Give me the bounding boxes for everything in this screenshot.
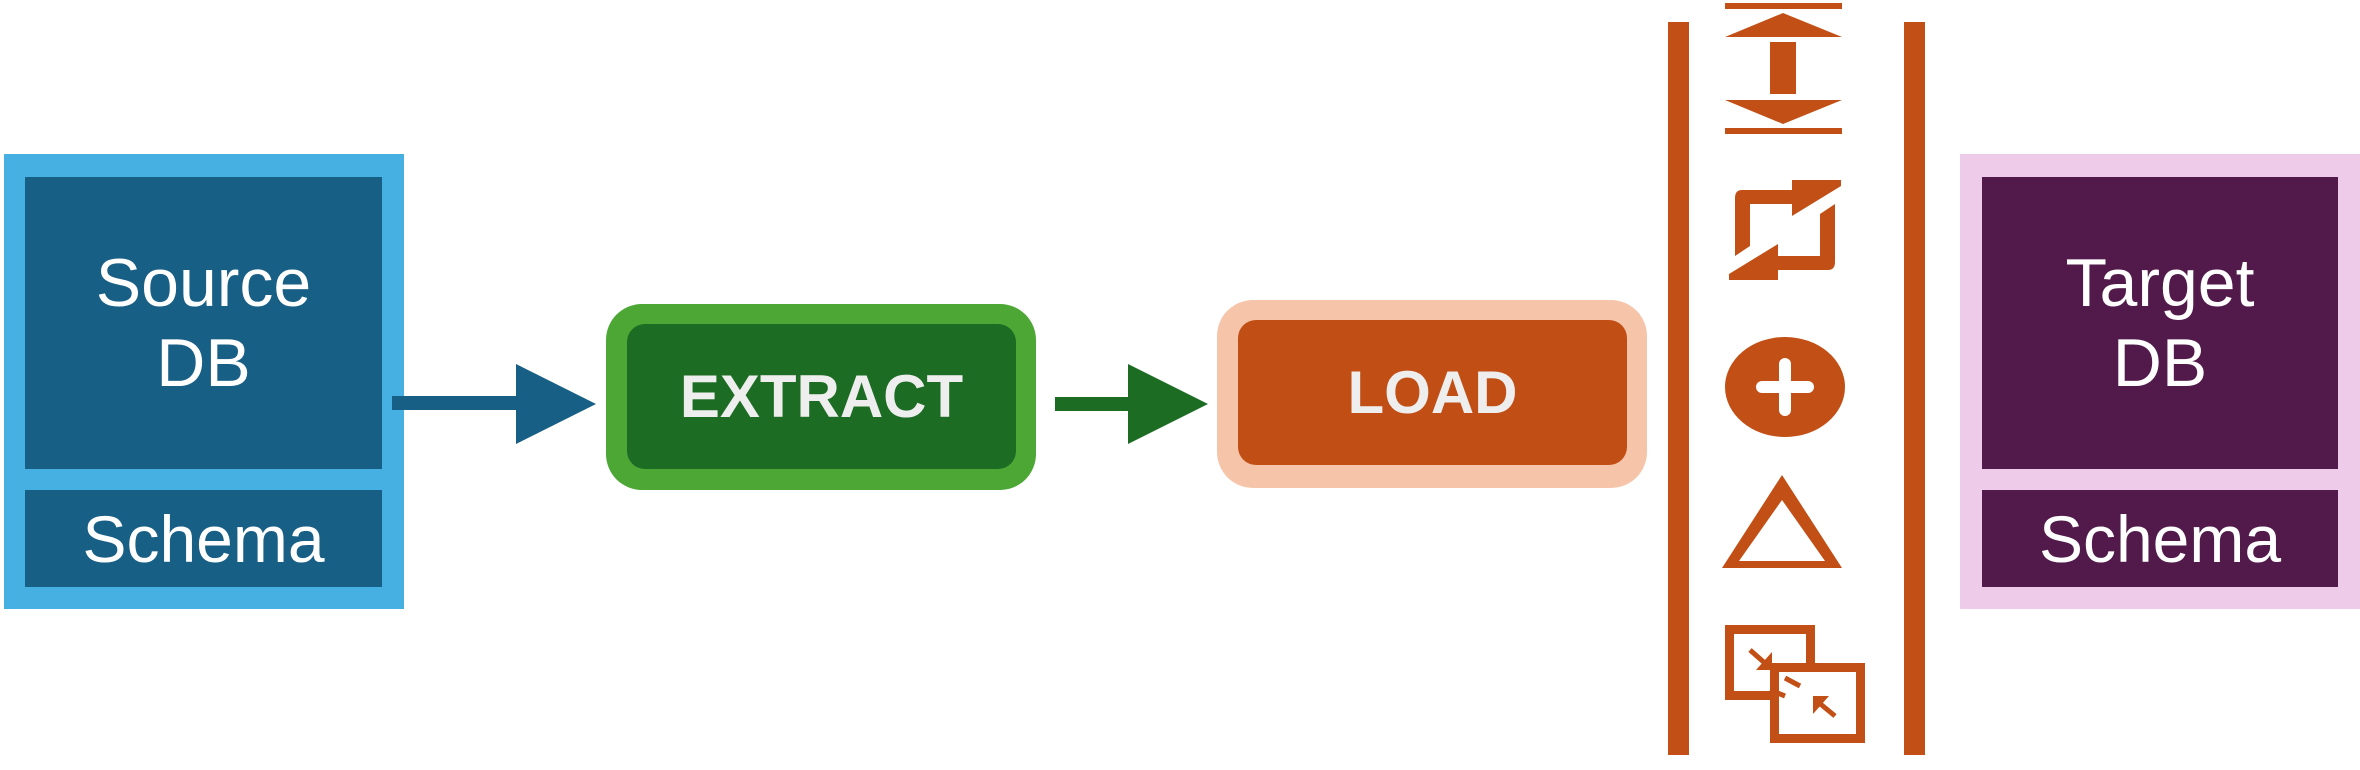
source-db-title-line1: Source <box>95 244 312 321</box>
source-db-title-line2: DB <box>156 325 251 401</box>
right-divider-bar <box>1904 22 1925 755</box>
extract-label: EXTRACT <box>679 363 964 430</box>
target-schema-box: Schema <box>1982 490 2338 587</box>
source-db-box: Source DB <box>25 177 382 469</box>
extract-box: EXTRACT <box>627 324 1016 469</box>
merge-compare-icon <box>1725 625 1865 743</box>
source-schema-box: Schema <box>25 490 382 587</box>
sync-arrows-icon <box>1729 180 1841 280</box>
target-db-title-line1: Target <box>2065 244 2255 321</box>
source-schema-label: Schema <box>82 501 325 576</box>
load-label: LOAD <box>1347 359 1518 426</box>
load-box: LOAD <box>1238 320 1627 465</box>
target-db-box: Target DB <box>1982 177 2338 469</box>
target-db-title-line2: DB <box>2112 325 2208 401</box>
compress-vertical-icon <box>1725 3 1842 134</box>
delta-triangle-icon <box>1722 475 1842 568</box>
target-schema-label: Schema <box>2038 501 2282 576</box>
add-circle-icon <box>1725 337 1845 437</box>
left-divider-bar <box>1668 22 1689 755</box>
